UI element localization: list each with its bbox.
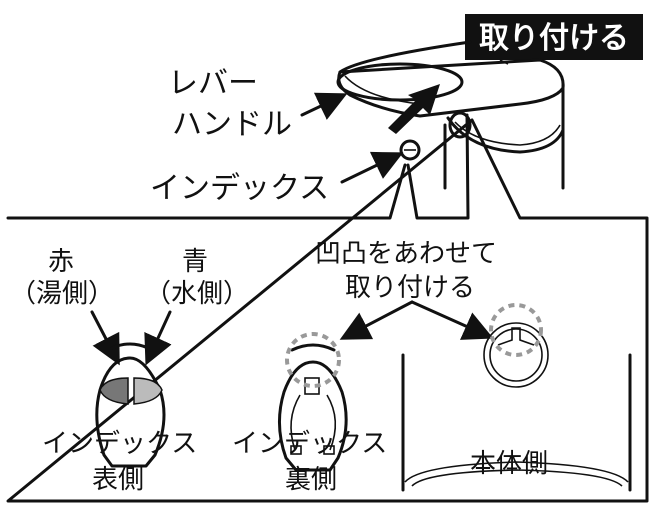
index-back-illustration: [277, 332, 348, 472]
index-front-illustration: [95, 342, 166, 468]
index-label: インデックス: [150, 171, 329, 206]
title-badge-text: 取り付ける: [479, 21, 629, 56]
index-front-label-line1: インデックス: [42, 429, 197, 459]
lever-handle-label-line2: ハンドル: [172, 107, 292, 142]
cold-side-label: （水側）: [145, 279, 249, 309]
title-badge: 取り付ける: [465, 14, 643, 60]
faucet-body: [336, 40, 565, 190]
index-back-label-line2: 裏側: [285, 465, 337, 495]
align-label-line1: 凹凸をあわせて: [315, 239, 497, 269]
index-back-label-line1: インデックス: [232, 429, 387, 459]
lever-handle-label-line1: レバー: [168, 66, 258, 101]
red-label: 赤: [48, 247, 74, 277]
index-front-label-line2: 表側: [92, 465, 144, 495]
install-direction-arrow: [388, 84, 440, 134]
body-side-illustration: [401, 303, 632, 492]
hot-side-marker: [99, 377, 129, 405]
body-side-label: 本体側: [470, 449, 548, 479]
align-label-line2: 取り付ける: [345, 273, 475, 303]
detail-callout-box: [6, 113, 649, 503]
index-part: [399, 139, 421, 161]
cold-side-marker: [133, 377, 163, 405]
blue-label: 青: [182, 247, 208, 277]
hot-side-label: （湯側）: [10, 279, 114, 309]
